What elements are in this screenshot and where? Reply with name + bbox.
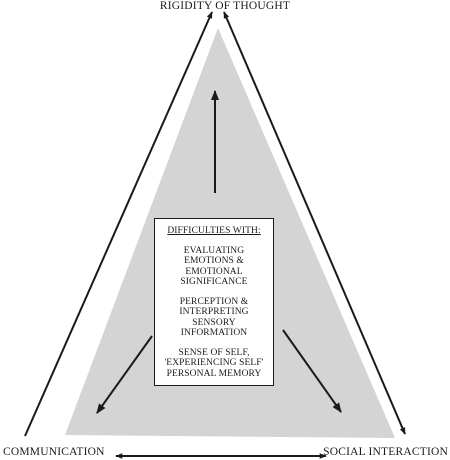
difficulty-line: SENSORY [192,317,236,328]
difficulties-box: DIFFICULTIES WITH: EVALUATING EMOTIONS &… [154,218,274,386]
label-social-interaction: SOCIAL INTERACTION [323,446,448,458]
label-communication: COMMUNICATION [3,446,105,458]
difficulty-group-self: SENSE OF SELF, 'EXPERIENCING SELF' PERSO… [155,348,273,380]
inner-arrow-down-left [96,335,153,414]
difficulty-group-perception: PERCEPTION & INTERPRETING SENSORY INFORM… [155,297,273,339]
right-edge-arrow [223,11,406,435]
difficulty-line: PERSONAL MEMORY [166,368,262,379]
inner-arrow-down-right [282,329,342,413]
left-edge-arrow [24,11,213,437]
difficulties-heading: DIFFICULTIES WITH: [167,226,261,236]
label-rigidity-of-thought: RIGIDITY OF THOUGHT [159,0,291,12]
difficulty-line: INTERPRETING [179,307,249,317]
difficulty-line: EMOTIONS & [184,256,244,266]
difficulty-group-emotions: EVALUATING EMOTIONS & EMOTIONAL SIGNIFIC… [155,246,273,288]
difficulty-line: 'EXPERIENCING SELF' [164,358,264,368]
difficulty-line: PERCEPTION & [179,296,249,307]
difficulty-line: EVALUATING [183,245,245,256]
difficulty-line: SIGNIFICANCE [180,277,248,287]
difficulty-line: INFORMATION [180,328,248,338]
difficulty-line: SENSE OF SELF, [178,347,250,358]
difficulty-line: EMOTIONAL [185,266,243,277]
